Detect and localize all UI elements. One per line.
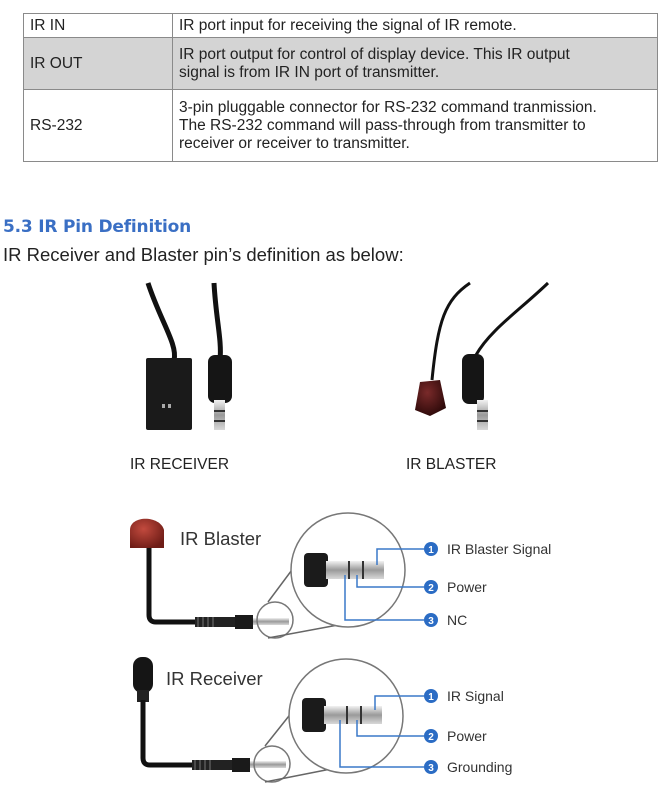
table-row: RS-232 3-pin pluggable connector for RS-…	[23, 89, 658, 162]
port-description: IR port output for control of display de…	[172, 37, 658, 90]
ir-blaster-caption: IR BLASTER	[406, 456, 497, 473]
pin-badge: 2	[424, 580, 438, 594]
ir-receiver-photo	[145, 282, 232, 430]
description-line: IR port output for control of display de…	[179, 46, 570, 63]
port-description-table: IR IN IR port input for receiving the si…	[23, 13, 658, 162]
pin-badge: 1	[424, 542, 438, 556]
ir-blaster-photo	[415, 281, 550, 430]
section-intro: IR Receiver and Blaster pin’s definition…	[3, 244, 404, 265]
ir-receiver-caption: IR RECEIVER	[130, 456, 230, 473]
port-name: IR OUT	[23, 37, 173, 90]
pin-label: Power	[447, 728, 487, 744]
pin-label: Grounding	[447, 759, 513, 775]
svg-text:3: 3	[428, 763, 434, 774]
table-row: IR IN IR port input for receiving the si…	[23, 13, 658, 38]
description-line: The RS-232 command will pass-through fro…	[179, 117, 586, 134]
svg-text:3: 3	[428, 616, 434, 627]
pin-badge: 3	[424, 760, 438, 774]
port-description: IR port input for receiving the signal o…	[172, 13, 658, 38]
receiver-diagram-title: IR Receiver	[166, 668, 263, 689]
description-line: signal is from IR IN port of transmitter…	[179, 64, 440, 81]
table-row: IR OUT IR port output for control of dis…	[23, 37, 658, 90]
ir-blaster-diagram: 1 2 3	[130, 512, 438, 639]
svg-text:2: 2	[428, 732, 434, 743]
svg-text:1: 1	[428, 692, 434, 703]
port-name: IR IN	[23, 13, 173, 38]
pin-badge: 2	[424, 729, 438, 743]
section-heading: 5.3 IR Pin Definition	[3, 217, 192, 237]
blaster-diagram-title: IR Blaster	[180, 528, 262, 549]
pin-label: IR Signal	[447, 688, 504, 704]
pin-badge: 1	[424, 689, 438, 703]
pin-label: NC	[447, 612, 468, 628]
port-description: 3-pin pluggable connector for RS-232 com…	[172, 89, 658, 162]
port-name: RS-232	[23, 89, 173, 162]
ir-receiver-diagram: 1 2 3	[133, 657, 438, 783]
description-line: receiver or receiver to transmitter.	[179, 135, 410, 152]
pin-badge: 3	[424, 613, 438, 627]
description-line: IR port input for receiving the signal o…	[179, 17, 517, 34]
pin-label: Power	[447, 579, 487, 595]
svg-text:1: 1	[428, 545, 434, 556]
pin-label: IR Blaster Signal	[447, 541, 552, 557]
description-line: 3-pin pluggable connector for RS-232 com…	[179, 99, 597, 116]
svg-text:2: 2	[428, 583, 434, 594]
